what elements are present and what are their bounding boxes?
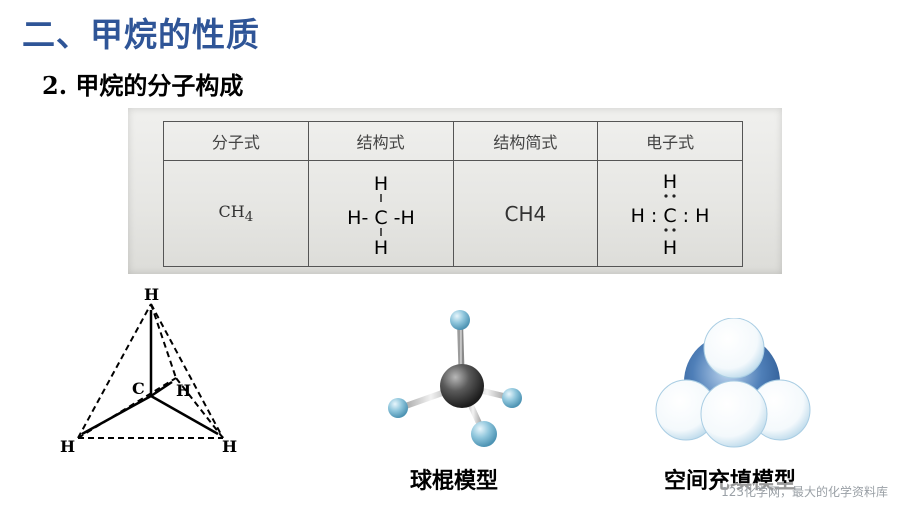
- cell-condensed-formula: CH4: [452, 160, 599, 267]
- tetra-label-center-h: H: [176, 381, 191, 400]
- edge-dashed: [150, 303, 224, 439]
- watermark-text: 123化学网，最大的化学资料库: [719, 483, 890, 500]
- hydrogen-ball-top: [450, 310, 470, 330]
- header-molecular-formula: 分子式: [163, 121, 309, 161]
- molecular-formula-main: CH: [218, 201, 245, 221]
- structural-formula-drawing: H H- C -H H: [347, 173, 415, 259]
- electron-dot: [664, 227, 668, 232]
- header-condensed-formula: 结构简式: [452, 121, 599, 161]
- bond-c-h-back: [150, 380, 173, 398]
- hydrogen-ball-right: [502, 388, 522, 408]
- section-subtitle: 2. 甲烷的分子构成: [42, 71, 244, 100]
- space-fill-hydrogen-top: [703, 318, 765, 379]
- cell-structural-formula: H H- C -H H: [307, 160, 454, 267]
- edge-dashed: [77, 303, 152, 439]
- tetra-label-c: C: [132, 379, 145, 398]
- table-row: CH4 H H- C -H H CH4 H: [163, 160, 743, 267]
- cell-molecular-formula: CH4: [163, 160, 309, 267]
- electron-top-h: H: [663, 171, 677, 193]
- space-filling-model: [655, 318, 811, 448]
- electron-dot: [664, 193, 668, 198]
- caption-ball-and-stick: 球棍模型: [410, 469, 499, 494]
- cell-electron-formula: H H : C : H H: [597, 160, 743, 267]
- space-fill-hydrogen-front: [700, 380, 768, 448]
- tetra-label-bottom-left-h: H: [60, 437, 75, 456]
- electron-bottom-h: H: [663, 237, 677, 259]
- tetra-label-bottom-right-h: H: [222, 437, 237, 456]
- edge-dashed: [175, 377, 224, 439]
- bond-c-h-left: [81, 394, 152, 436]
- tetra-label-top-h: H: [144, 285, 159, 304]
- hydrogen-ball-left: [388, 398, 408, 418]
- electron-dot: [672, 193, 676, 198]
- electron-middle-row: H : C : H: [631, 205, 710, 227]
- page-title: 二、甲烷的性质: [22, 15, 260, 54]
- condensed-formula: CH4: [504, 201, 547, 226]
- structural-middle-row: H- C -H: [347, 207, 415, 229]
- header-electron-formula: 电子式: [597, 121, 743, 161]
- edge-dashed: [77, 377, 177, 439]
- molecular-formula-subscript: 4: [244, 210, 254, 226]
- structural-bottom-h: H: [373, 237, 387, 259]
- tetrahedron-diagram: H C H H H: [60, 285, 237, 456]
- electron-dot: [672, 227, 676, 232]
- header-structural-formula: 结构式: [307, 121, 454, 161]
- structural-top-h: H: [373, 173, 387, 195]
- molecular-formula: CH4: [218, 201, 254, 225]
- ball-and-stick-model: [388, 310, 522, 447]
- bond-c-h-right: [150, 394, 219, 436]
- methane-formula-table: 分子式 结构式 结构简式 电子式 CH4 H H- C -H H: [163, 121, 743, 267]
- formula-table-photo: 分子式 结构式 结构简式 电子式 CH4 H H- C -H H: [128, 108, 782, 274]
- electron-formula-drawing: H H : C : H H: [631, 171, 710, 259]
- table-header-row: 分子式 结构式 结构简式 电子式: [163, 121, 743, 161]
- edge-dashed: [150, 303, 177, 379]
- carbon-ball: [440, 364, 484, 408]
- hydrogen-ball-front: [471, 421, 497, 447]
